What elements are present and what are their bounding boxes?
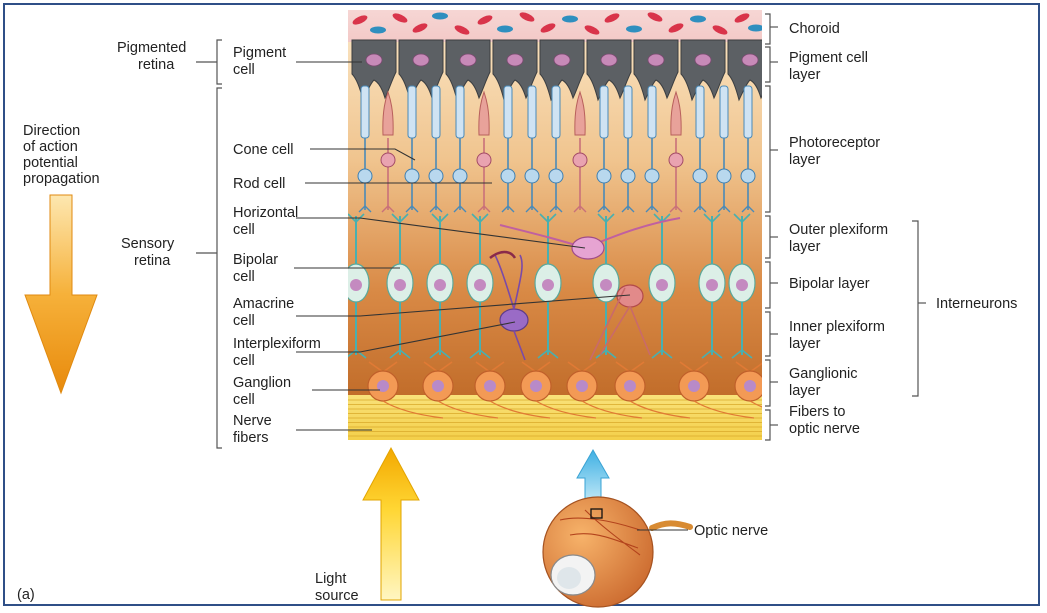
rod-outer-segment — [624, 86, 632, 138]
ganglion-nucleus — [744, 380, 756, 392]
photoreceptor-nucleus — [477, 153, 491, 167]
rod-outer-segment — [648, 86, 656, 138]
photoreceptor-nucleus — [453, 169, 467, 183]
blood-cell — [748, 25, 764, 32]
bipolar-nucleus — [434, 279, 446, 291]
panel-label: (a) — [17, 587, 35, 603]
photoreceptor-nucleus — [717, 169, 731, 183]
bipolar-layer-label: Bipolar layer — [789, 276, 870, 292]
bipolar-nucleus — [600, 279, 612, 291]
rod-outer-segment — [696, 86, 704, 138]
rod-outer-segment — [552, 86, 560, 138]
photoreceptor-nucleus — [573, 153, 587, 167]
photoreceptor-nucleus — [525, 169, 539, 183]
nerve-fiber-band — [348, 395, 762, 440]
photoreceptor-nucleus — [501, 169, 515, 183]
choroid-label: Choroid — [789, 21, 840, 37]
pigment-nucleus — [695, 54, 711, 66]
bipolar-nucleus — [542, 279, 554, 291]
direction-label: Directionof actionpotentialpropagation — [23, 123, 100, 187]
pigment-nucleus — [366, 54, 382, 66]
pigment-nucleus — [554, 54, 570, 66]
photoreceptor-nucleus — [621, 169, 635, 183]
photoreceptor-nucleus — [429, 169, 443, 183]
blood-cell — [562, 16, 578, 23]
pigment-cell-label: Pigmentcell — [233, 45, 286, 78]
photoreceptor-nucleus — [549, 169, 563, 183]
photoreceptor-nucleus — [597, 169, 611, 183]
left-brackets — [196, 40, 222, 448]
rod-cell-label: Rod cell — [233, 176, 285, 192]
blood-cell — [370, 27, 386, 34]
rod-outer-segment — [456, 86, 464, 138]
ganglion-nucleus — [688, 380, 700, 392]
light-source-label: Lightsource — [315, 571, 359, 604]
bipolar-nucleus — [474, 279, 486, 291]
pigment-nucleus — [460, 54, 476, 66]
rod-outer-segment — [528, 86, 536, 138]
ganglion-nucleus — [624, 380, 636, 392]
photoreceptor-nucleus — [358, 169, 372, 183]
ganglion-nucleus — [432, 380, 444, 392]
sensory-retina-label: Sensoryretina — [121, 236, 175, 269]
pigment-nucleus — [413, 54, 429, 66]
eyeball — [543, 497, 690, 607]
light-arrow — [363, 448, 419, 600]
blood-cell — [497, 26, 513, 33]
photoreceptor-nucleus — [645, 169, 659, 183]
photoreceptor-nucleus — [669, 153, 683, 167]
ganglion-nucleus — [484, 380, 496, 392]
bipolar-nucleus — [706, 279, 718, 291]
cone-cell-label: Cone cell — [233, 142, 293, 158]
interneurons-label: Interneurons — [936, 296, 1017, 312]
interplexiform-cell-body — [500, 309, 528, 331]
photoreceptor-layer-label: Photoreceptorlayer — [789, 135, 880, 168]
ganglion-nucleus — [576, 380, 588, 392]
rod-outer-segment — [600, 86, 608, 138]
pigment-nucleus — [601, 54, 617, 66]
optic-nerve-stalk — [652, 523, 690, 528]
rod-outer-segment — [432, 86, 440, 138]
horizontal-cell-body — [572, 237, 604, 259]
bipolar-nucleus — [394, 279, 406, 291]
pigment-nucleus — [507, 54, 523, 66]
bipolar-nucleus — [736, 279, 748, 291]
photoreceptor-nucleus — [693, 169, 707, 183]
direction-arrow — [25, 195, 97, 393]
horizontal-cell-label: Horizontalcell — [233, 205, 298, 238]
rod-outer-segment — [408, 86, 416, 138]
photoreceptor-nucleus — [405, 169, 419, 183]
rod-outer-segment — [361, 86, 369, 138]
bipolar-nucleus — [656, 279, 668, 291]
pigmented-retina-label: Pigmentedretina — [117, 40, 186, 73]
optic-nerve-label: Optic nerve — [694, 523, 768, 539]
blood-cell — [690, 16, 706, 23]
pigment-nucleus — [742, 54, 758, 66]
rod-outer-segment — [504, 86, 512, 138]
inner-plexiform-layer-label: Inner plexiformlayer — [789, 319, 885, 352]
pigment-nucleus — [648, 54, 664, 66]
blood-cell — [432, 13, 448, 20]
rod-outer-segment — [744, 86, 752, 138]
blood-cell — [626, 26, 642, 33]
photoreceptor-nucleus — [381, 153, 395, 167]
bipolar-nucleus — [350, 279, 362, 291]
rod-outer-segment — [720, 86, 728, 138]
photoreceptor-nucleus — [741, 169, 755, 183]
ganglion-nucleus — [530, 380, 542, 392]
